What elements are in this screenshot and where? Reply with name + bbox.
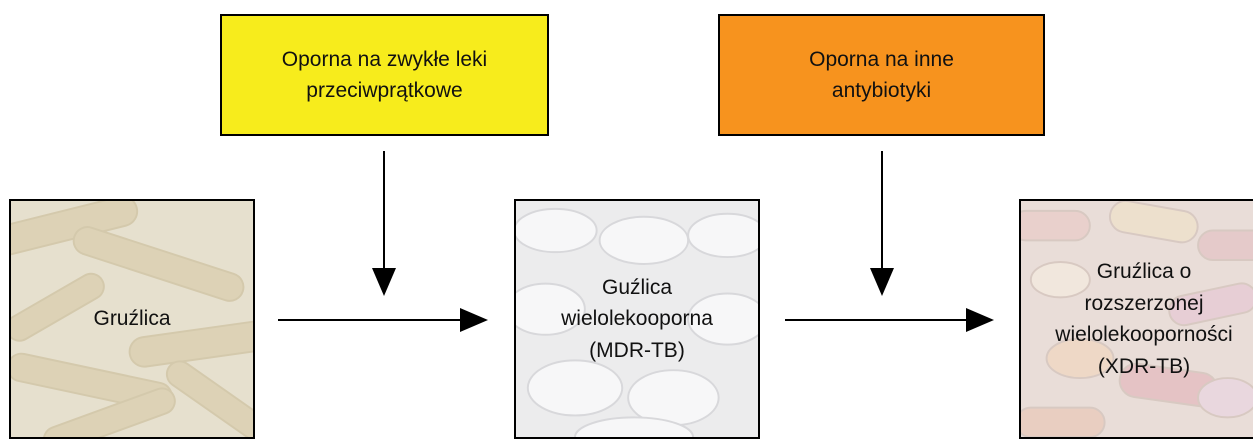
arrow-right-mdr-to-xdr <box>785 308 994 332</box>
arrow-right-tb-to-mdr <box>278 308 488 332</box>
pills-photo <box>516 201 758 437</box>
stage-mdr-box: Guźlica wielolekooporna (MDR-TB) <box>514 199 760 439</box>
note-standard-drug-resistance: Oporna na zwykłe leki przeciwprątkowe <box>220 14 549 136</box>
stage-tb-label: Gruźlica <box>93 307 171 331</box>
stage-xdr-box: Gruźlica o rozszerzonej wielolekoopornoś… <box>1019 199 1253 439</box>
note-other-antibiotic-resistance-label: Oporna na inne antybiotyki <box>809 47 954 103</box>
stage-mdr-label: Guźlica wielolekooporna (MDR-TB) <box>561 275 713 362</box>
note-other-antibiotic-resistance: Oporna na inne antybiotyki <box>718 14 1045 136</box>
note-standard-drug-resistance-label: Oporna na zwykłe leki przeciwprątkowe <box>281 47 488 103</box>
stage-xdr-label: Gruźlica o rozszerzonej wielolekoopornoś… <box>1055 260 1233 378</box>
capsules-photo <box>1021 201 1253 437</box>
arrow-down-other-antibiotics <box>870 151 894 296</box>
stage-tb-box: Gruźlica <box>9 199 255 439</box>
bacteria-photo <box>11 201 253 437</box>
arrow-down-standard-resistance <box>372 151 396 296</box>
